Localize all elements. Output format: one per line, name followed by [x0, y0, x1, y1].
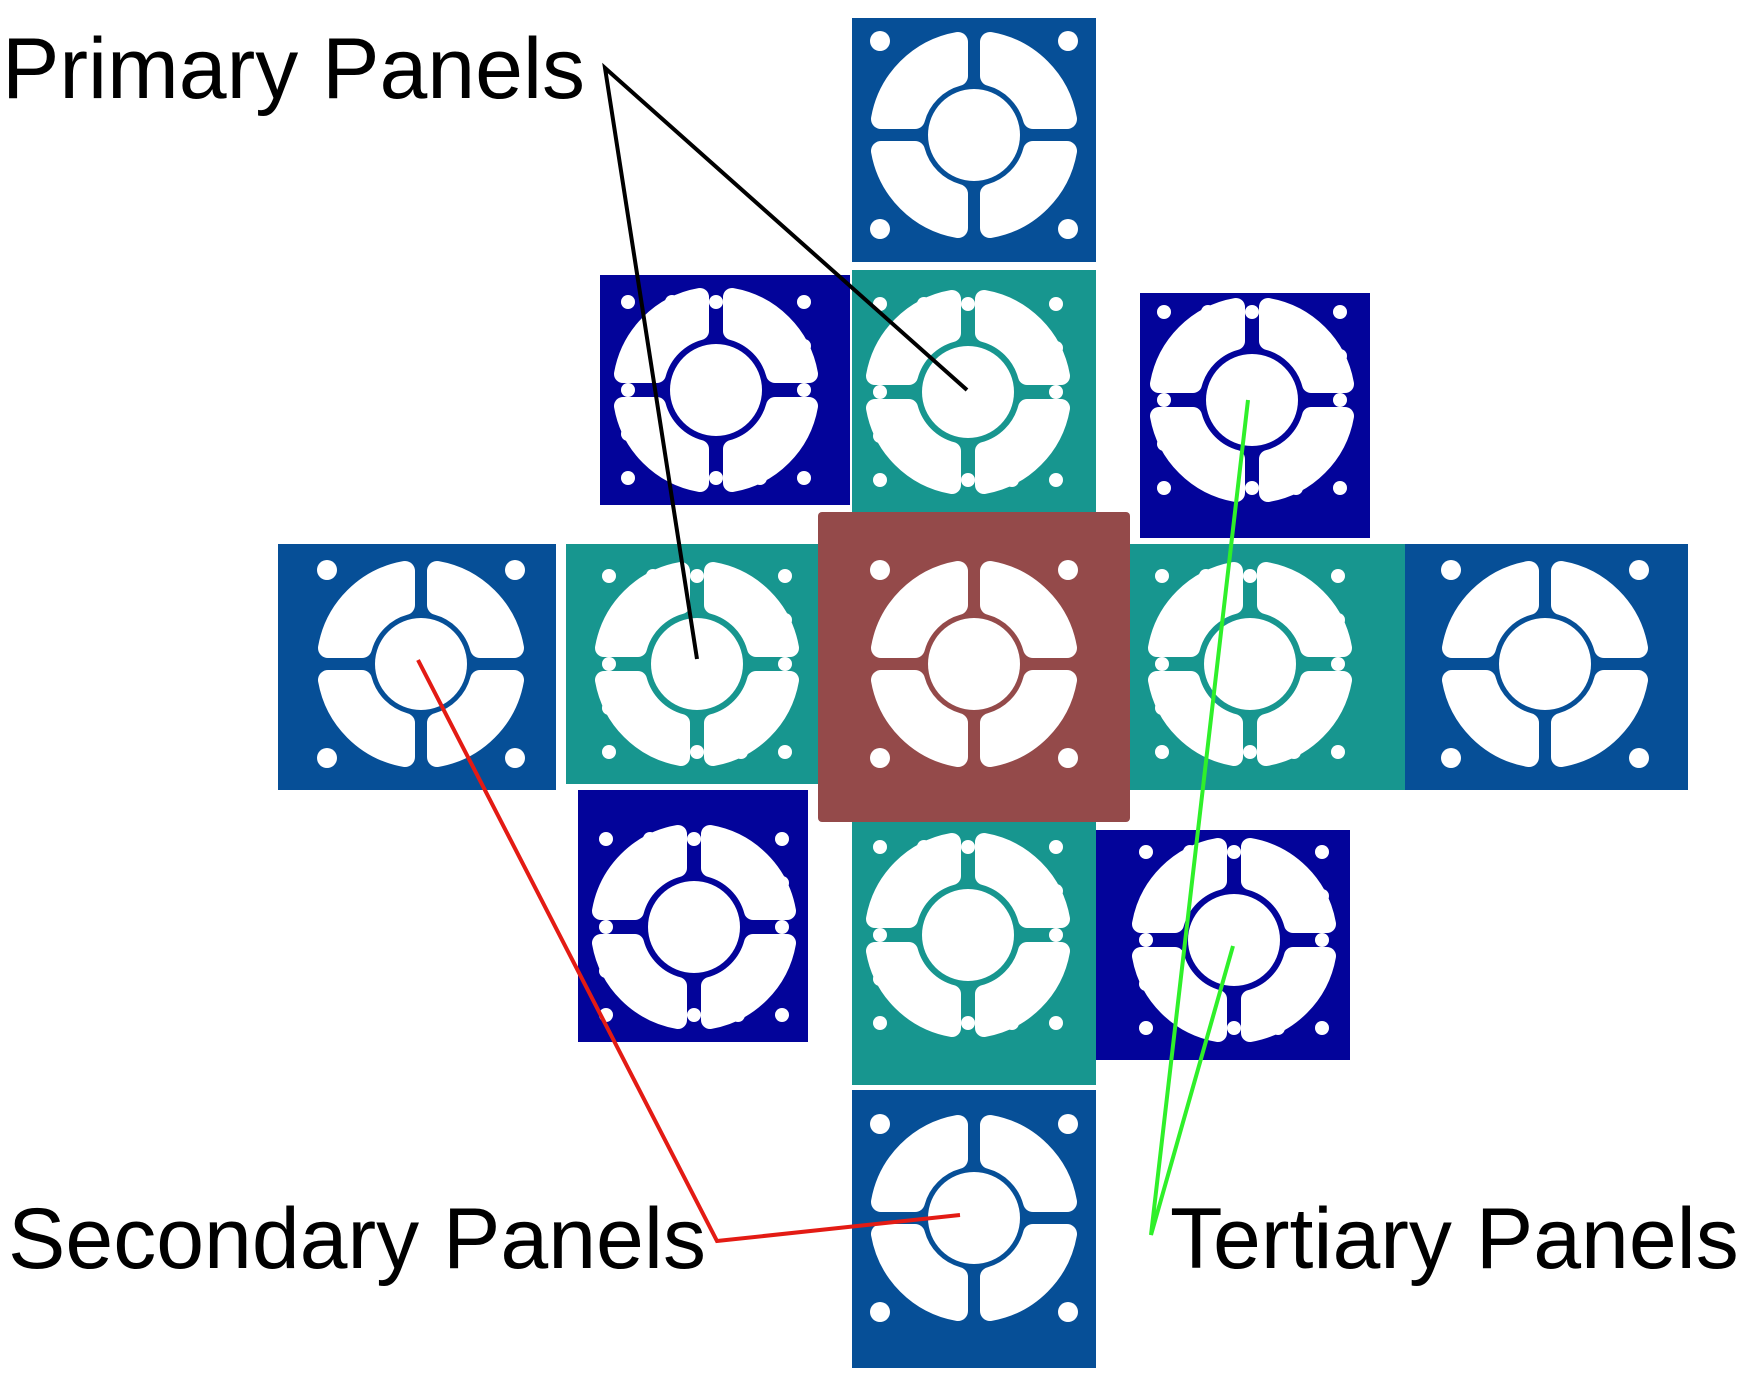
secondary-panel-bottom	[852, 1090, 1096, 1368]
secondary-panel-right	[1403, 544, 1688, 790]
tertiary-panel-bottom-left	[578, 790, 808, 1042]
tertiary-leader-lines	[1149, 399, 1250, 1236]
primary-panel-bottom	[852, 820, 1096, 1085]
tertiary-panel-top-right	[1140, 293, 1370, 538]
secondary-panel-top	[852, 18, 1096, 262]
primary-panels-label: Primary Panels	[2, 21, 585, 117]
primary-leader-lines	[602, 62, 969, 660]
tertiary-panel-bottom-right	[1092, 830, 1350, 1060]
primary-panel-top	[852, 270, 1096, 518]
center-panel	[818, 512, 1130, 822]
secondary-panel-left	[278, 544, 556, 790]
secondary-leader-lines	[416, 659, 961, 1244]
secondary-panels-label: Secondary Panels	[8, 1191, 706, 1287]
primary-panel-left	[566, 544, 818, 784]
primary-panel-right	[1130, 544, 1405, 790]
tertiary-panels-label: Tertiary Panels	[1170, 1191, 1739, 1287]
tertiary-panel-top-left	[600, 275, 850, 505]
